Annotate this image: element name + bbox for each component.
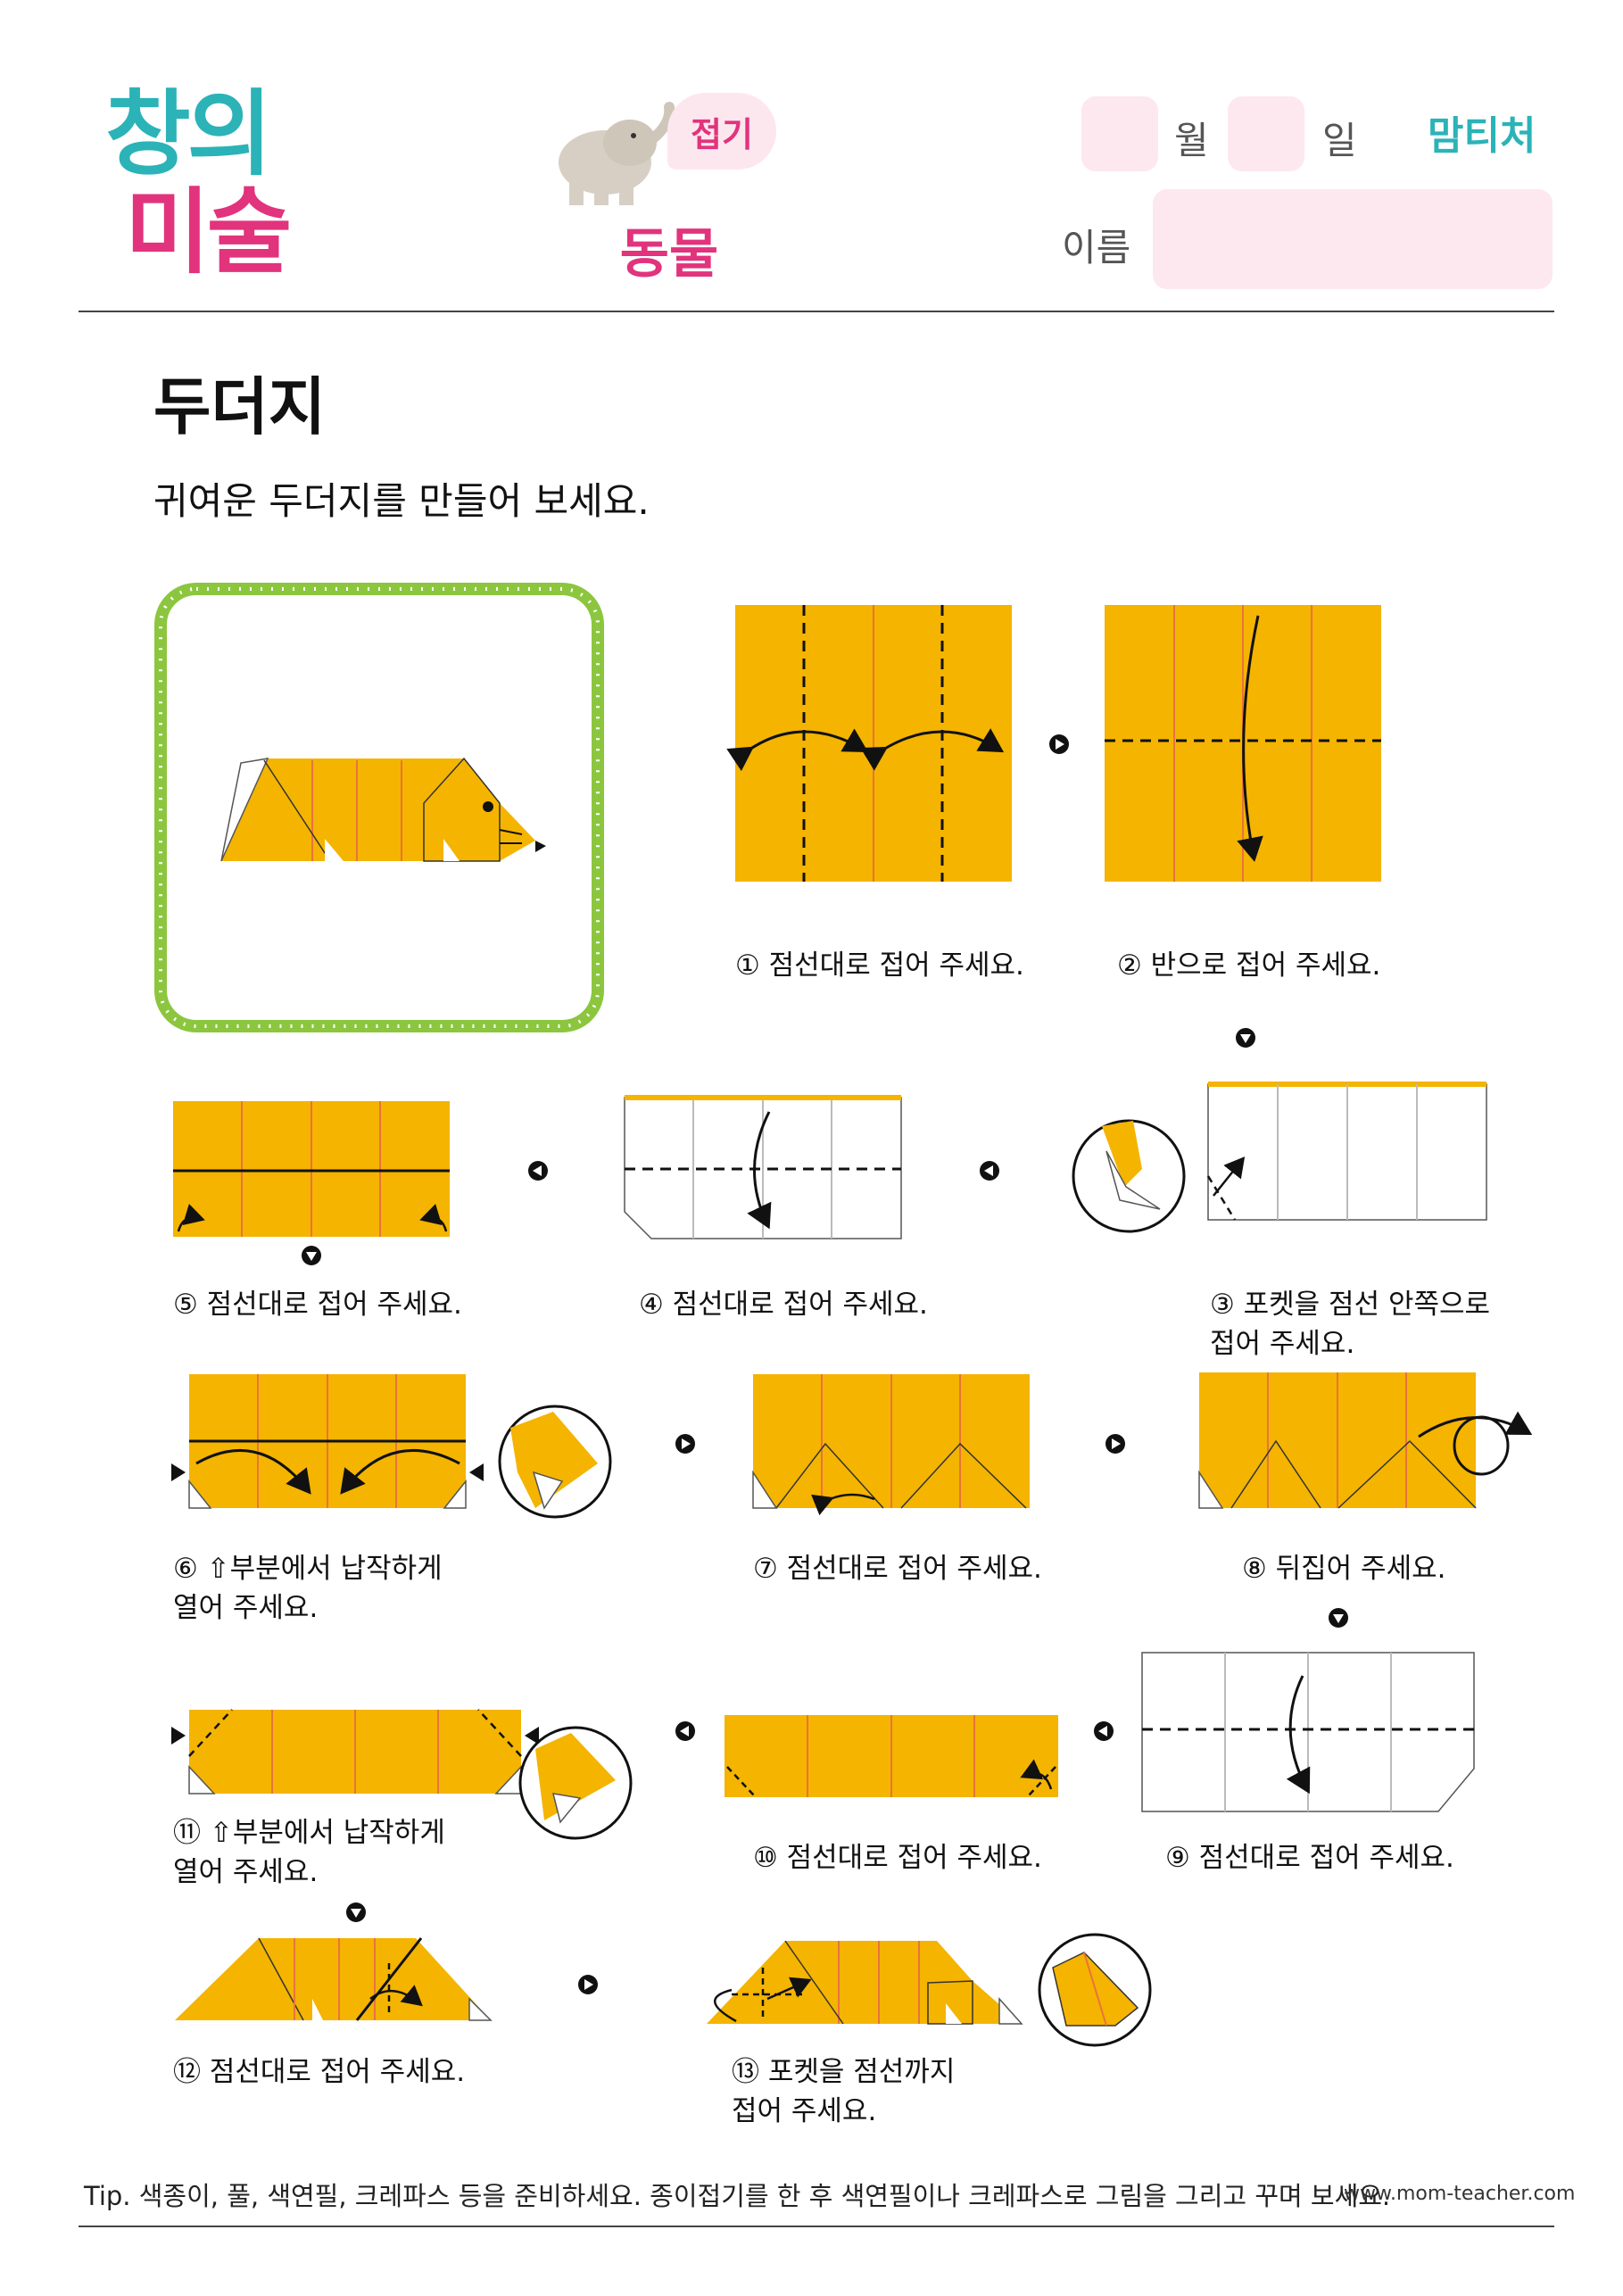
step-3-caption: ③ 포켓을 점선 안쪽으로 접어 주세요. bbox=[1210, 1289, 1491, 1360]
step-12-caption: ⑫ 점선대로 접어 주세요. bbox=[173, 2056, 466, 2088]
diagram-step-1 bbox=[726, 605, 1012, 882]
name-label: 이름 bbox=[1062, 226, 1131, 269]
month-label: 월 bbox=[1174, 119, 1209, 162]
diagram-step-3 bbox=[1072, 1082, 1487, 1233]
category-badge: 접기 bbox=[667, 93, 776, 170]
footer-divider bbox=[79, 2226, 1554, 2227]
day-label: 일 bbox=[1322, 119, 1357, 162]
day-input[interactable] bbox=[1228, 96, 1304, 171]
step-1-caption: ① 점선대로 접어 주세요. bbox=[735, 949, 1024, 982]
diagram-step-7 bbox=[752, 1374, 1030, 1516]
step-11-caption: ⑪ ⇧부분에서 납작하게 열어 주세요. bbox=[173, 1817, 445, 1888]
theme-title: 동물 bbox=[619, 223, 719, 286]
finished-mole-frame bbox=[154, 583, 604, 1032]
brand-logo: 맘티처 bbox=[1428, 113, 1536, 159]
step-10-caption: ⑩ 점선대로 접어 주세요. bbox=[753, 1842, 1042, 1874]
diagram-step-4 bbox=[624, 1095, 902, 1239]
header-divider bbox=[79, 311, 1554, 312]
step-8-caption: ⑧ 뒤집어 주세요. bbox=[1242, 1553, 1446, 1585]
diagram-step-8 bbox=[1198, 1372, 1533, 1509]
diagram-step-9 bbox=[1141, 1652, 1475, 1812]
diagram-step-6 bbox=[171, 1374, 612, 1519]
page-subtitle: 귀여운 두더지를 만들어 보세요. bbox=[153, 479, 650, 523]
logo-top: 창의 bbox=[105, 79, 272, 188]
diagram-step-2 bbox=[1105, 605, 1381, 882]
step-6-caption: ⑥ ⇧부분에서 납작하게 열어 주세요. bbox=[173, 1553, 443, 1624]
diagram-step-13 bbox=[707, 1933, 1152, 2047]
step-13-caption: ⑬ 포켓을 점선까지 접어 주세요. bbox=[732, 2056, 956, 2127]
page-title: 두더지 bbox=[153, 370, 327, 443]
diagram-step-5 bbox=[173, 1101, 450, 1237]
step-2-caption: ② 반으로 접어 주세요. bbox=[1117, 949, 1381, 982]
diagram-step-11 bbox=[171, 1709, 633, 1840]
step-4-caption: ④ 점선대로 접어 주세요. bbox=[639, 1289, 928, 1321]
step-5-caption: ⑤ 점선대로 접어 주세요. bbox=[173, 1289, 462, 1321]
diagram-step-10 bbox=[725, 1715, 1058, 1797]
month-input[interactable] bbox=[1081, 96, 1158, 171]
footer-tip: Tip. 색종이, 풀, 색연필, 크레파스 등을 준비하세요. 종이접기를 한… bbox=[84, 2181, 1391, 2211]
logo-bottom: 미술 bbox=[125, 178, 292, 286]
name-input[interactable] bbox=[1153, 189, 1553, 289]
diagram-step-12 bbox=[175, 1937, 493, 2021]
step-7-caption: ⑦ 점선대로 접어 주세요. bbox=[753, 1553, 1042, 1585]
footer-url[interactable]: www.mom-teacher.com bbox=[1344, 2183, 1576, 2205]
step-9-caption: ⑨ 점선대로 접어 주세요. bbox=[1165, 1842, 1454, 1874]
